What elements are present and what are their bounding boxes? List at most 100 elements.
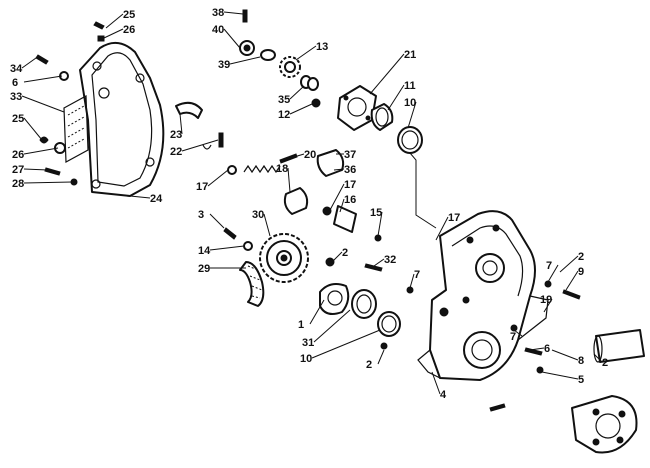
leader-line xyxy=(543,298,553,313)
callout-number: 39 xyxy=(218,59,230,71)
leader-line xyxy=(295,45,317,61)
callout-labels: 2526346332526272824384039133512211110232… xyxy=(10,7,608,401)
callout-number: 2 xyxy=(366,359,372,371)
leader-line xyxy=(129,195,151,199)
leader-line xyxy=(289,85,305,100)
callout-number: 7 xyxy=(414,269,420,281)
callout-number: 8 xyxy=(578,355,584,367)
cover-hardware xyxy=(35,21,105,186)
drive-sprocket xyxy=(259,233,309,283)
leader-line xyxy=(23,181,73,184)
leader-line xyxy=(373,258,385,267)
callout-number: 22 xyxy=(170,146,182,158)
leader-line xyxy=(513,329,523,337)
leader-line xyxy=(223,11,244,15)
leader-line xyxy=(263,213,271,237)
callout-number: 25 xyxy=(123,9,135,21)
callout-number: 18 xyxy=(276,163,288,175)
leader-line xyxy=(559,255,579,273)
leader-line xyxy=(21,95,65,113)
sprocket-hardware xyxy=(223,227,335,267)
leader-line xyxy=(547,264,559,283)
leader-line xyxy=(565,270,579,291)
callout-number: 35 xyxy=(278,94,290,106)
callout-number: 7 xyxy=(510,331,516,343)
leader-line xyxy=(329,183,345,211)
chain-case-cover xyxy=(79,41,165,197)
callout-number: 17 xyxy=(344,179,356,191)
leader-line xyxy=(529,347,545,351)
callout-number: 6 xyxy=(544,343,550,355)
leader-line xyxy=(289,103,313,115)
leader-line xyxy=(435,216,449,241)
leader-line xyxy=(331,251,343,263)
leader-line xyxy=(23,75,63,83)
callout-number: 16 xyxy=(344,194,356,206)
callout-number: 23 xyxy=(170,129,182,141)
leader-line xyxy=(339,198,345,213)
callout-number: 38 xyxy=(212,7,224,19)
lower-bearing-stack xyxy=(319,283,401,337)
callout-number: 1 xyxy=(298,319,304,331)
callout-number: 26 xyxy=(12,149,24,161)
callout-number: 19 xyxy=(540,294,552,306)
leader-line xyxy=(181,139,219,152)
leader-line xyxy=(207,169,229,187)
leader-line xyxy=(309,299,325,325)
leader-line xyxy=(23,168,49,171)
callout-number: 37 xyxy=(344,149,356,161)
callout-number: 29 xyxy=(198,263,210,275)
leader-line xyxy=(409,273,415,289)
bearing-flange xyxy=(337,85,377,131)
leader-line xyxy=(407,101,417,129)
callout-number: 17 xyxy=(448,212,460,224)
callout-number: 28 xyxy=(12,178,24,190)
callout-number: 2 xyxy=(578,251,584,263)
callout-number: 31 xyxy=(302,337,314,349)
callout-number: 20 xyxy=(304,149,316,161)
callout-number: 2 xyxy=(342,247,348,259)
leader-line xyxy=(369,53,405,95)
leader-lines xyxy=(21,11,603,395)
callout-number: 21 xyxy=(404,49,416,61)
callout-number: 33 xyxy=(10,91,22,103)
leader-line xyxy=(313,309,351,343)
leader-line xyxy=(23,147,59,155)
callout-number: 25 xyxy=(12,113,24,125)
leader-line xyxy=(287,167,291,193)
callout-number: 27 xyxy=(12,164,24,176)
upper-sprocket-group xyxy=(239,9,321,108)
callout-number: 14 xyxy=(198,245,211,257)
leader-line xyxy=(283,153,305,161)
upper-bearing xyxy=(370,103,394,131)
leader-line xyxy=(333,168,345,171)
leader-line xyxy=(551,349,579,361)
leader-line xyxy=(431,371,441,395)
leader-line xyxy=(387,84,405,111)
callout-number: 32 xyxy=(384,254,396,266)
leader-line xyxy=(541,371,579,380)
callout-number: 30 xyxy=(252,209,264,221)
callout-number: 2 xyxy=(602,357,608,369)
callout-number: 7 xyxy=(546,260,552,272)
leader-line xyxy=(377,211,383,237)
callout-number: 11 xyxy=(404,80,416,92)
callout-number: 24 xyxy=(150,193,163,205)
callout-number: 36 xyxy=(344,164,356,176)
output-shaft xyxy=(571,329,645,454)
callout-number: 5 xyxy=(578,374,584,386)
callout-number: 4 xyxy=(440,389,447,401)
leader-line xyxy=(21,57,37,69)
callout-number: 12 xyxy=(278,109,290,121)
callout-number: 3 xyxy=(198,209,204,221)
leader-line xyxy=(209,245,245,251)
callout-number: 9 xyxy=(578,266,584,278)
callout-number: 15 xyxy=(370,207,382,219)
callout-number: 10 xyxy=(404,97,416,109)
leader-line xyxy=(179,113,183,135)
cover-gasket xyxy=(63,95,89,163)
callout-number: 26 xyxy=(123,24,135,36)
leader-line xyxy=(593,353,603,363)
